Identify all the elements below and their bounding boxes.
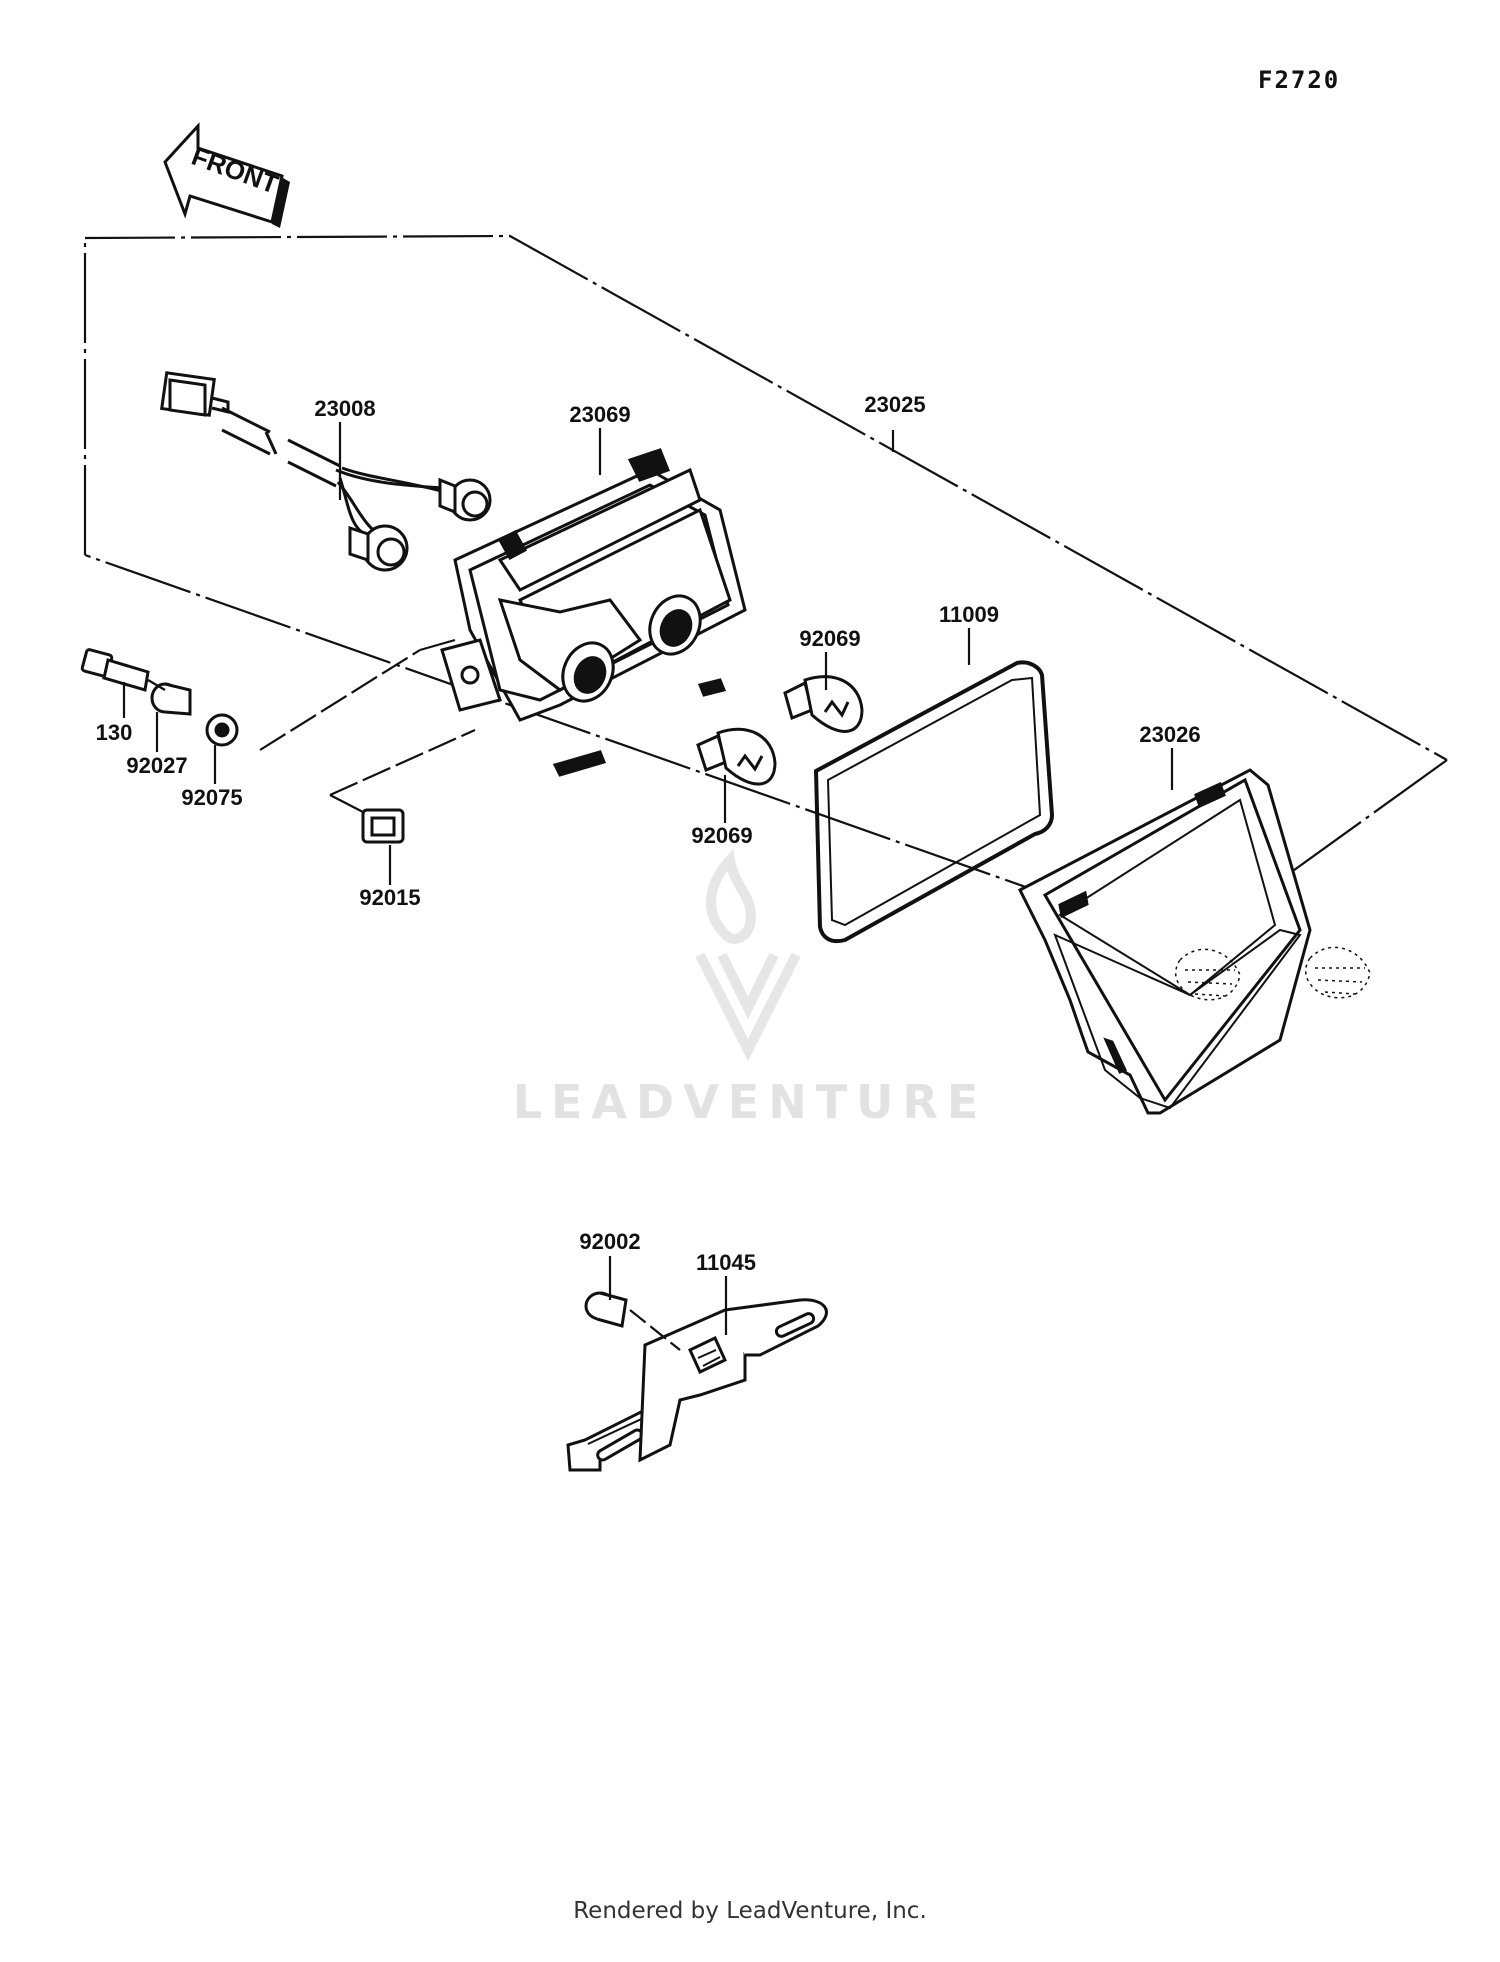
label-92027: 92027	[126, 753, 187, 778]
collar-92027	[150, 682, 192, 716]
label-130: 130	[96, 720, 133, 745]
label-23025: 23025	[864, 392, 925, 417]
label-92069-bottom: 92069	[691, 823, 752, 848]
footer-credit: Rendered by LeadVenture, Inc.	[573, 1898, 927, 1924]
lamp-housing	[440, 448, 747, 777]
grommet-92075	[205, 713, 239, 747]
watermark: LEADVENTURE	[513, 848, 988, 1129]
bulb-92069-bottom	[696, 727, 777, 786]
bulb-92069-top	[783, 675, 864, 733]
label-92015: 92015	[359, 885, 420, 910]
lens-reflector-left	[1174, 948, 1241, 1001]
wiring-harness	[160, 371, 492, 572]
front-arrow-icon: FRONT	[163, 122, 290, 228]
label-23026: 23026	[1139, 722, 1200, 747]
watermark-text: LEADVENTURE	[513, 1075, 988, 1129]
assembly-outline	[83, 234, 1448, 947]
part-labels: 23008 23069 23025 11009 92069 92069 2302…	[96, 392, 1201, 1275]
label-11009: 11009	[939, 602, 999, 627]
bracket-11045	[566, 1298, 828, 1472]
label-92069-top: 92069	[799, 626, 860, 651]
leader-lines	[122, 422, 1174, 1351]
lens-reflector-right	[1304, 946, 1371, 999]
bolt-130	[80, 648, 150, 692]
label-92002: 92002	[579, 1229, 640, 1254]
grommet-92015	[361, 808, 405, 844]
label-92075: 92075	[181, 785, 242, 810]
label-23069: 23069	[569, 402, 630, 427]
label-23008: 23008	[314, 396, 375, 421]
figure-code: F2720	[1258, 66, 1340, 94]
watermark-logo-icon	[695, 848, 801, 1062]
gasket-11009	[813, 660, 1055, 944]
label-11045: 11045	[696, 1250, 756, 1275]
screw-92002	[584, 1291, 628, 1328]
lens-23026	[1017, 768, 1371, 1115]
